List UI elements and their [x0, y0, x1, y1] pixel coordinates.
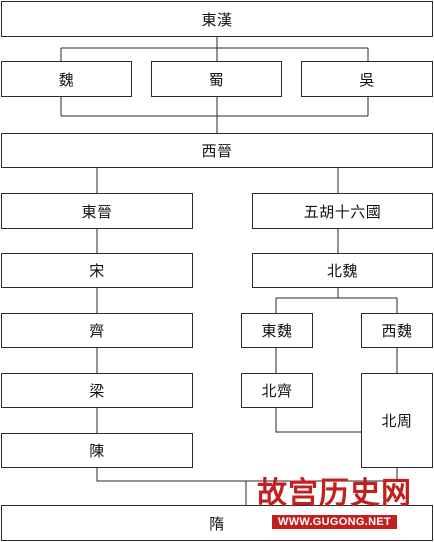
node-liang: 梁 — [1, 373, 193, 408]
node-dongwei: 東魏 — [241, 313, 313, 348]
node-qi: 齊 — [1, 313, 193, 348]
connector-threekingdoms-xijin — [60, 97, 369, 133]
node-wei: 魏 — [1, 61, 132, 97]
node-chen: 陳 — [1, 433, 193, 468]
connector-beiwei-split — [275, 288, 398, 313]
connector-east-west — [275, 348, 398, 373]
watermark-logo: 故宫历史网 WWW.GUGONG.NET — [257, 478, 412, 529]
node-xiwei: 西魏 — [361, 313, 433, 348]
node-beiwei: 北魏 — [252, 253, 433, 288]
watermark-url: WWW.GUGONG.NET — [272, 515, 397, 529]
connector-xijin-split — [96, 168, 339, 193]
connector-to-sui — [96, 468, 398, 505]
node-song: 宋 — [1, 253, 193, 288]
node-wuhu: 五胡十六國 — [252, 193, 433, 229]
node-beiqi: 北齊 — [241, 373, 313, 408]
connector-donghan-threekingdoms — [60, 36, 369, 61]
watermark-title: 故宫历史网 — [257, 476, 412, 511]
connector-beiqi-beizhou — [275, 408, 361, 433]
node-wu: 吳 — [301, 61, 433, 97]
node-shu: 蜀 — [151, 61, 282, 97]
node-xijin: 西晉 — [1, 133, 433, 168]
node-dongjin: 東晉 — [1, 193, 193, 229]
node-beizhou: 北周 — [361, 373, 433, 468]
node-donghan: 東漢 — [1, 1, 433, 37]
